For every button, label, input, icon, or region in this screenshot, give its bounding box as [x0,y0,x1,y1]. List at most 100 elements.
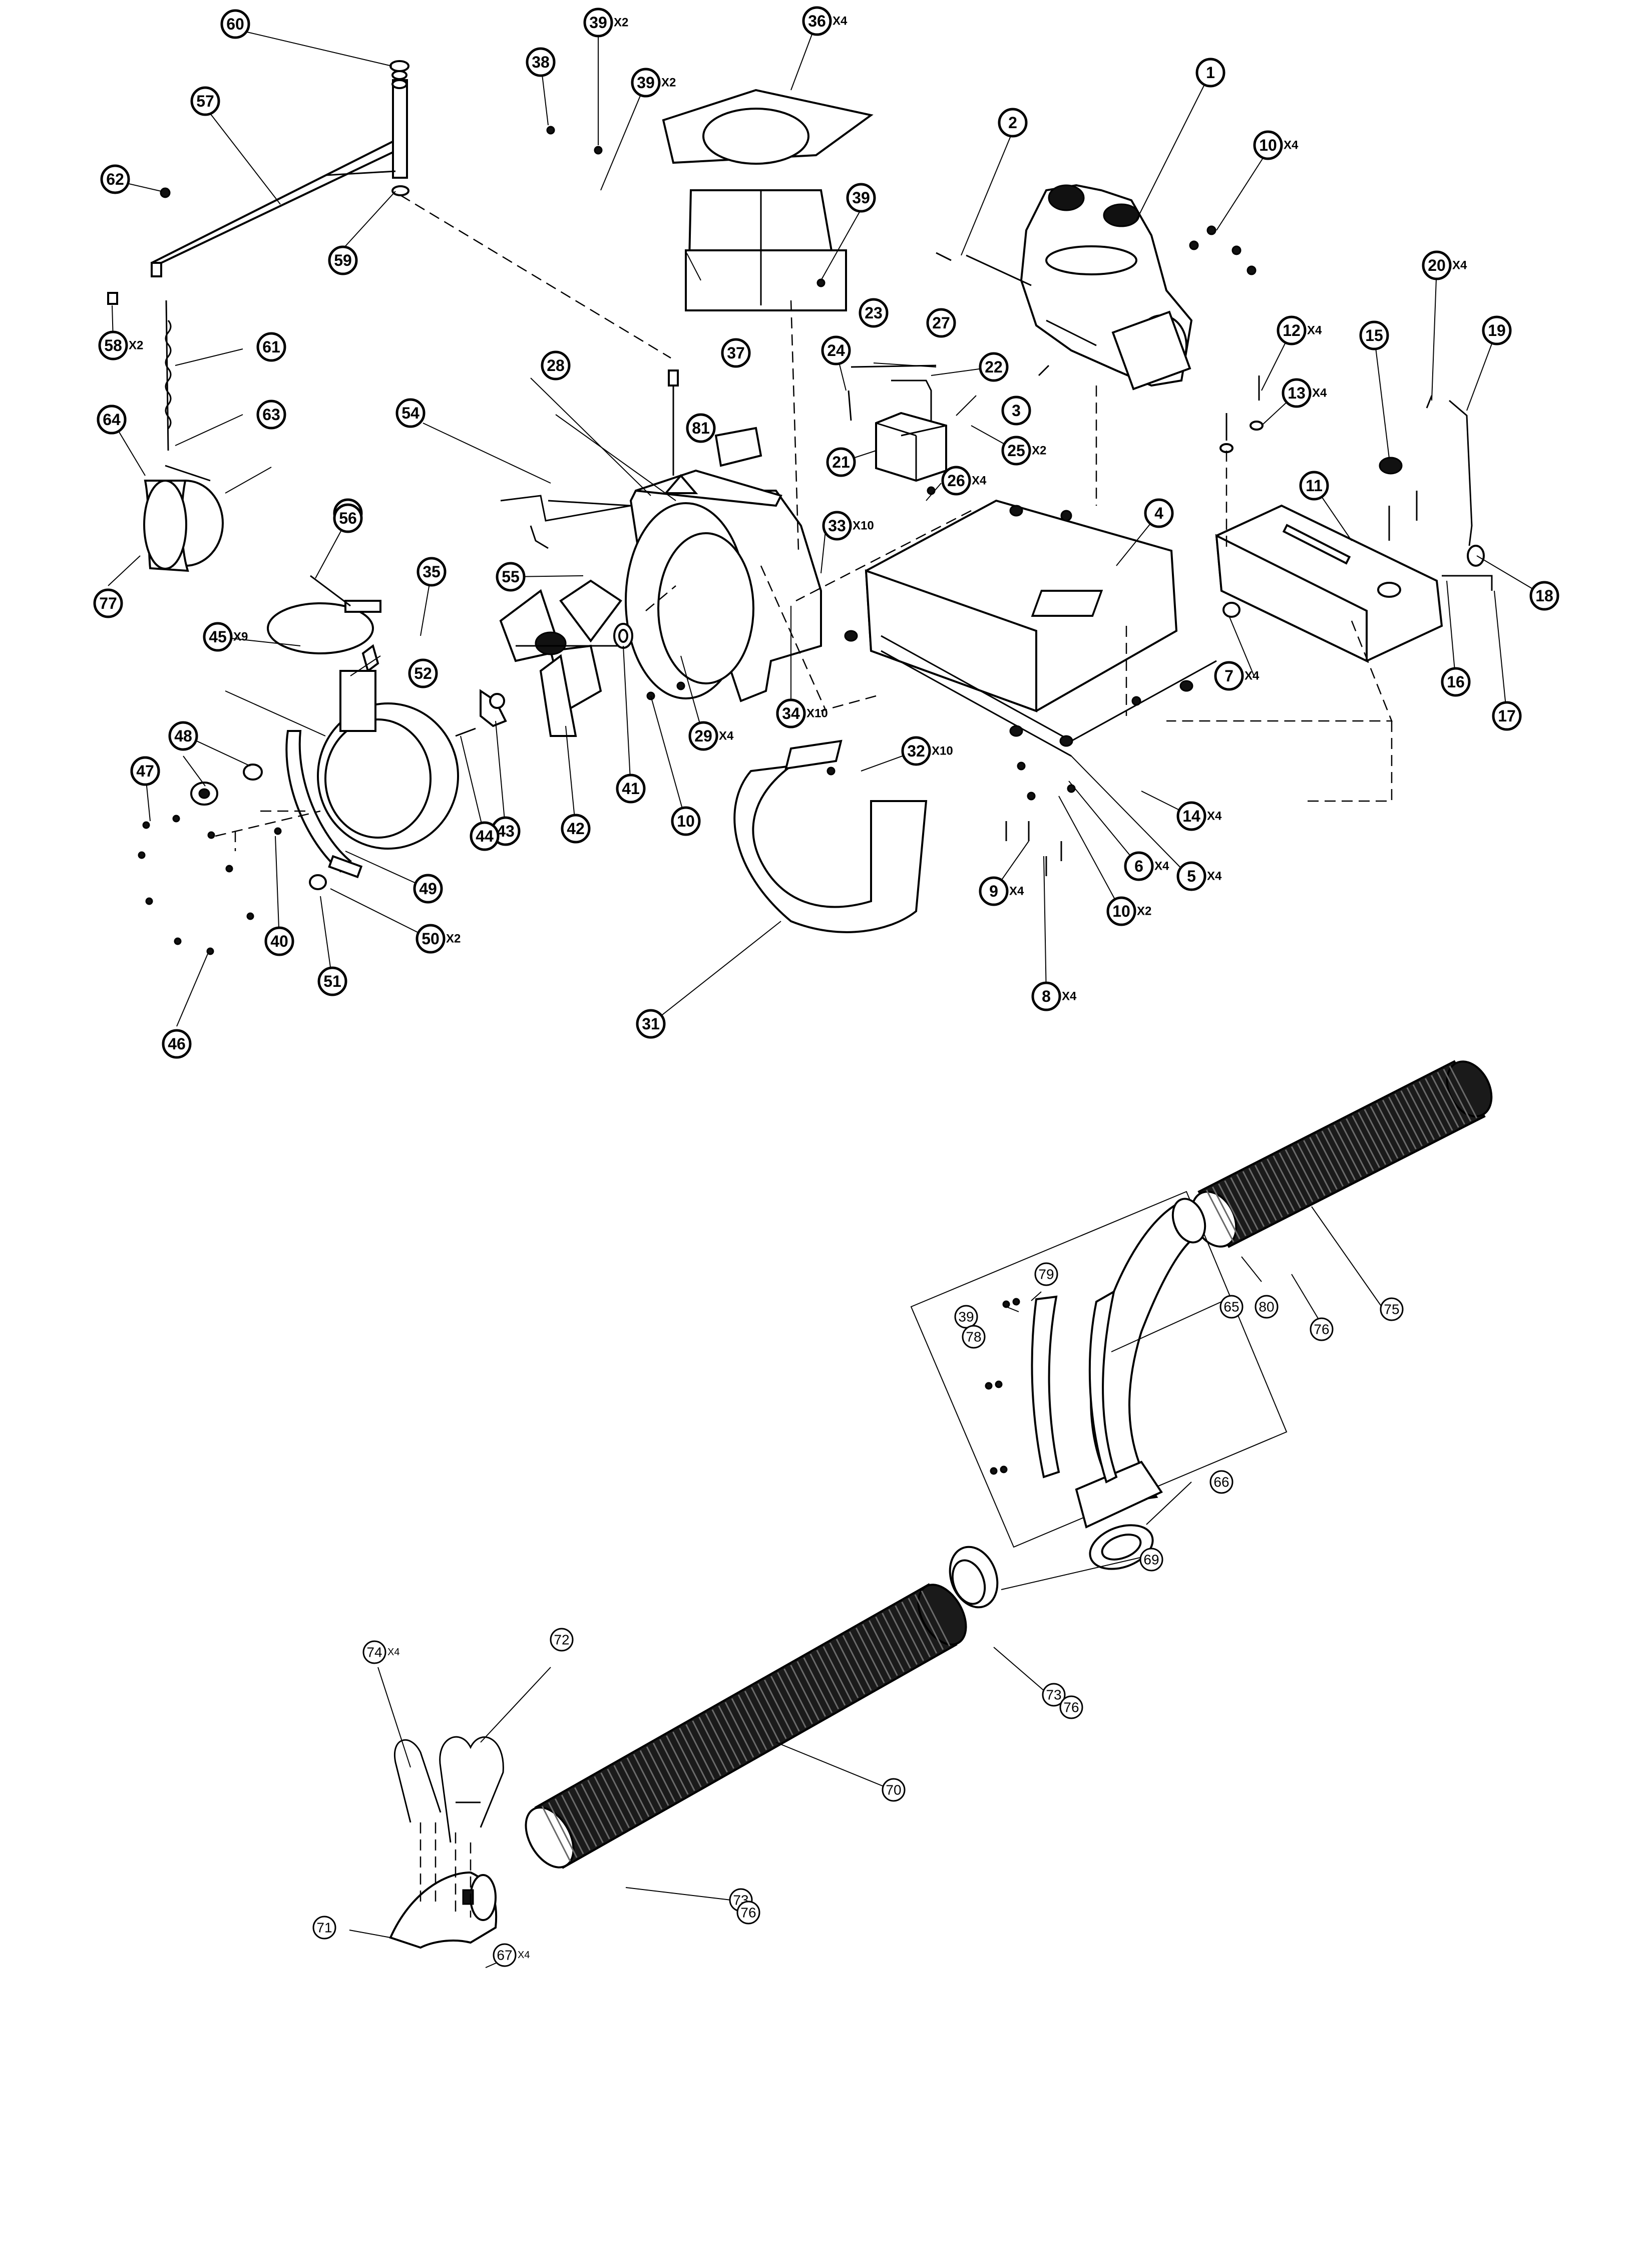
callout-bubble [417,557,447,587]
callouts_upper-callout-35: 35 [417,557,447,587]
hose-rib [1242,1171,1271,1224]
callout-bubble [821,335,851,365]
hose-rib [849,1631,879,1687]
callout-quantity: X4 [1154,860,1169,873]
upper-assembly-drawing [107,21,1545,1027]
callout-bubble [1001,396,1031,426]
callout-bubble [1277,315,1307,345]
hub-and-washer-parts [455,623,633,737]
callout-quantity: X4 [1452,259,1467,272]
callouts_lower-callout-76: 76 [1059,1695,1083,1719]
callout-number: 37 [727,344,745,362]
callout-bubble [688,721,718,751]
callouts_upper-callout-44: 44 [470,821,500,851]
hose-rib [1382,1099,1411,1153]
hose-rib [1358,1112,1387,1165]
callout-bubble [1253,130,1283,160]
callout-bubble [901,736,931,766]
callout-number: 4 [1154,504,1163,522]
callout-number: 79 [1038,1267,1054,1282]
fastener-cluster-left [138,764,327,955]
callout-bubble [802,6,832,36]
hose-rib [914,1594,944,1650]
callout-bubble [1422,250,1452,280]
callout-number: 70 [886,1782,901,1798]
hose-rib [1376,1102,1405,1156]
hose-rib [718,1705,748,1762]
chassis-frame-part [844,499,1217,757]
handle-74-part [394,1739,442,1823]
hose-rib [1364,1109,1393,1162]
callout-bubble [686,413,716,443]
callout-quantity: X4 [387,1647,399,1658]
fuel-cap-part [1379,457,1403,475]
callout-quantity: X4 [1245,669,1260,683]
callout-number: 39 [589,14,607,32]
callouts_upper-callout-1: 1 [1195,58,1225,88]
callout-bubble [631,68,661,98]
callout-bubble [333,503,363,533]
callouts_upper-callout-2: 2 [998,108,1028,138]
callouts_lower-callout-76: 76 [1310,1317,1334,1341]
handle-72-part [439,1736,504,1843]
hose-rib [1321,1131,1350,1184]
callout-bubble [1195,58,1225,88]
hose-rib [561,1794,591,1851]
callout-number: 20 [1428,256,1446,274]
inlet-ring-part [285,670,459,879]
callout-bubble [1042,1683,1066,1707]
callouts_lower-callout-71: 71 [312,1916,336,1940]
callouts_upper-callout-28: 28 [541,350,571,381]
callout-bubble [776,698,806,728]
callout-number: 75 [1384,1302,1399,1317]
hose-rib [613,1765,643,1821]
callout-number: 54 [401,404,420,422]
callout-bubble [470,821,500,851]
callout-number: 44 [476,827,494,845]
hose-rib [679,1728,708,1784]
callout-bubble [1441,667,1471,697]
hardware-61 [160,187,171,198]
hose-rib [626,1757,656,1813]
callout-bubble [395,398,426,428]
hose-70-part [525,1583,967,1869]
callout-bubble [998,108,1028,138]
callout-bubble [317,966,347,996]
callouts_lower-callout-72: 72 [550,1628,574,1652]
hose-rib [1352,1115,1380,1168]
coupler-69-inner [951,1559,986,1605]
hose-rib [803,1657,833,1713]
brace-rod-tail [530,525,549,549]
hose-rib [1205,1190,1234,1243]
hose-rib [1309,1137,1338,1190]
callouts_upper-callout-19: 19 [1482,315,1512,345]
callout-bubble [493,1943,517,1967]
hose-rib [855,1627,885,1684]
callout-bubble [496,562,526,592]
hose-rib [1285,1149,1314,1203]
hose-rib [685,1724,715,1780]
callout-number: 34 [782,704,800,722]
callouts_upper-callout-46: 46 [162,1029,192,1059]
hose-rib [875,1616,905,1673]
callout-number: 51 [323,972,341,990]
callout-number: 7 [1224,667,1233,685]
hose-rib [908,1598,938,1654]
callout-number: 21 [832,453,850,471]
callout-bubble [362,1640,386,1664]
callouts_upper-callout-16: 16 [1441,667,1471,697]
callout-bubble [1282,378,1312,408]
callouts_upper-callout-63: 63 [256,400,286,430]
callouts_upper-callout-47: 47 [130,756,160,786]
callouts_upper-callout-54: 54 [395,398,426,428]
callout-number: 38 [532,53,550,71]
callout-number: 56 [339,509,357,527]
callout-number: 39 [637,74,655,92]
callouts_upper-callout-56: 56 [333,503,363,533]
